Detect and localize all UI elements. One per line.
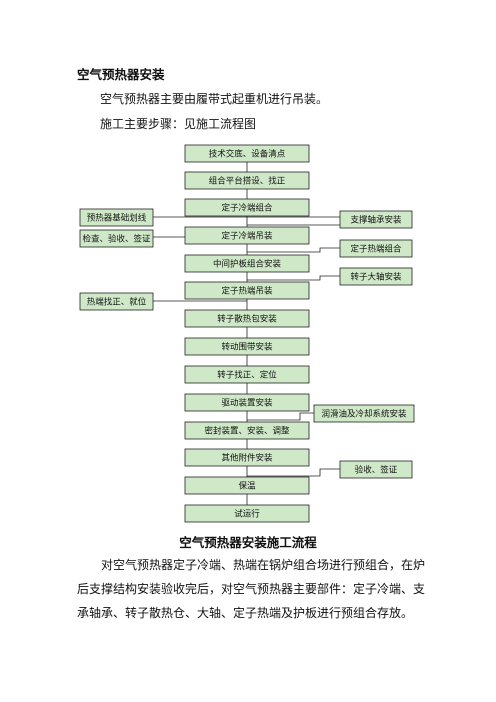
flow-step-2-label: 组合平台搭设、找正 <box>209 176 286 187</box>
flow-step-8-rect <box>184 337 310 356</box>
flow-step-7: 转子散热包安装 <box>184 309 310 328</box>
flow-side-left-1: 预热器基础划线 <box>79 208 154 227</box>
connector-right-3 <box>247 275 340 281</box>
flow-side-left-1-rect <box>79 208 154 227</box>
flow-step-8: 转动围带安装 <box>184 337 310 356</box>
flow-step-12: 其他附件安装 <box>184 448 310 467</box>
flow-step-3-label: 定子冷端组合 <box>221 203 273 214</box>
flow-step-10-rect <box>184 393 310 412</box>
flow-side-left-3: 热端找正、就位 <box>79 292 154 311</box>
flow-side-right-5: 验收、签证 <box>339 460 413 479</box>
flow-step-9-rect <box>184 365 310 384</box>
body-paragraph: 对空气预热器定子冷端、热端在锅炉组合场进行预组合，在炉后支撑结构安装验收完后，对… <box>77 558 426 620</box>
flow-step-2: 组合平台搭设、找正 <box>184 171 310 190</box>
flow-step-5-rect <box>184 254 310 273</box>
flow-step-4-label: 定子冷端吊装 <box>221 231 273 242</box>
flow-step-14-label: 试运行 <box>234 509 260 520</box>
flow-step-6: 定子热端吊装 <box>184 281 310 300</box>
flow-step-11-rect <box>184 421 310 440</box>
flow-side-right-3: 转子大轴安装 <box>339 267 413 286</box>
flow-step-1-rect <box>184 144 310 163</box>
flow-step-14-rect <box>184 504 310 523</box>
flow-step-2-rect <box>184 171 310 190</box>
flow-step-14: 试运行 <box>184 504 310 523</box>
flow-side-left-3-label: 热端找正、就位 <box>87 297 147 308</box>
flow-step-4-rect <box>184 226 310 245</box>
flow-step-11: 密封装置、安装、调整 <box>184 421 310 440</box>
flow-side-right-4-rect <box>313 404 415 423</box>
flow-side-right-4-label: 润滑油及冷却系统安装 <box>321 409 407 420</box>
flow-step-5-label: 中间护板组合安装 <box>213 259 282 270</box>
intro-paragraph: 空气预热器主要由履带式起重机进行吊装。 <box>100 92 329 106</box>
flow-step-12-rect <box>184 448 310 467</box>
flow-step-11-label: 密封装置、安装、调整 <box>204 426 290 437</box>
flow-step-13-label: 保温 <box>238 481 256 492</box>
flow-side-right-2-rect <box>339 239 413 258</box>
connector-right-5 <box>247 468 340 477</box>
flow-side-right-3-label: 转子大轴安装 <box>350 272 402 283</box>
flow-side-right-5-rect <box>339 460 413 479</box>
flow-step-9: 转子找正、定位 <box>184 365 310 384</box>
flow-step-10: 驱动装置安装 <box>184 393 310 412</box>
connector-right-4 <box>247 412 314 421</box>
flow-step-6-rect <box>184 281 310 300</box>
flow-step-13-rect <box>184 476 310 495</box>
flow-side-right-1-label: 支撑轴承安装 <box>350 215 402 226</box>
flow-side-right-3-rect <box>339 267 413 286</box>
flow-step-6-label: 定子热端吊装 <box>221 286 273 297</box>
section-heading: 空气预热器安装 <box>77 67 165 82</box>
flow-step-7-rect <box>184 309 310 328</box>
flow-step-1: 技术交底、设备清点 <box>184 144 310 163</box>
flow-side-left-3-rect <box>79 292 154 311</box>
steps-intro-paragraph: 施工主要步骤：见施工流程图 <box>100 117 257 131</box>
connector-right-2 <box>247 247 340 253</box>
flowchart-caption: 空气预热器安装施工流程 <box>179 535 317 550</box>
flow-step-3: 定子冷端组合 <box>184 198 310 217</box>
flow-side-right-5-label: 验收、签证 <box>355 465 398 476</box>
flow-step-13: 保温 <box>184 476 310 495</box>
flow-side-right-1: 支撑轴承安装 <box>339 210 413 229</box>
flow-side-right-1-rect <box>339 210 413 229</box>
flow-side-right-2: 定子热端组合 <box>339 239 413 258</box>
flow-side-left-2: 检查、验收、签证 <box>79 229 154 248</box>
flow-step-9-label: 转子找正、定位 <box>217 370 277 381</box>
flow-side-left-2-label: 检查、验收、签证 <box>82 234 151 245</box>
flow-step-3-rect <box>184 198 310 217</box>
flow-side-right-2-label: 定子热端组合 <box>350 244 402 255</box>
flow-side-left-1-label: 预热器基础划线 <box>87 213 147 224</box>
flow-step-8-label: 转动围带安装 <box>221 342 273 353</box>
flow-side-left-2-rect <box>79 229 154 248</box>
flow-step-5: 中间护板组合安装 <box>184 254 310 273</box>
flow-step-12-label: 其他附件安装 <box>221 453 273 464</box>
flow-step-7-label: 转子散热包安装 <box>217 314 277 325</box>
flow-step-1-label: 技术交底、设备清点 <box>209 149 286 160</box>
flow-side-right-4: 润滑油及冷却系统安装 <box>313 404 415 423</box>
flow-step-10-label: 驱动装置安装 <box>221 398 273 409</box>
flow-step-4: 定子冷端吊装 <box>184 226 310 245</box>
